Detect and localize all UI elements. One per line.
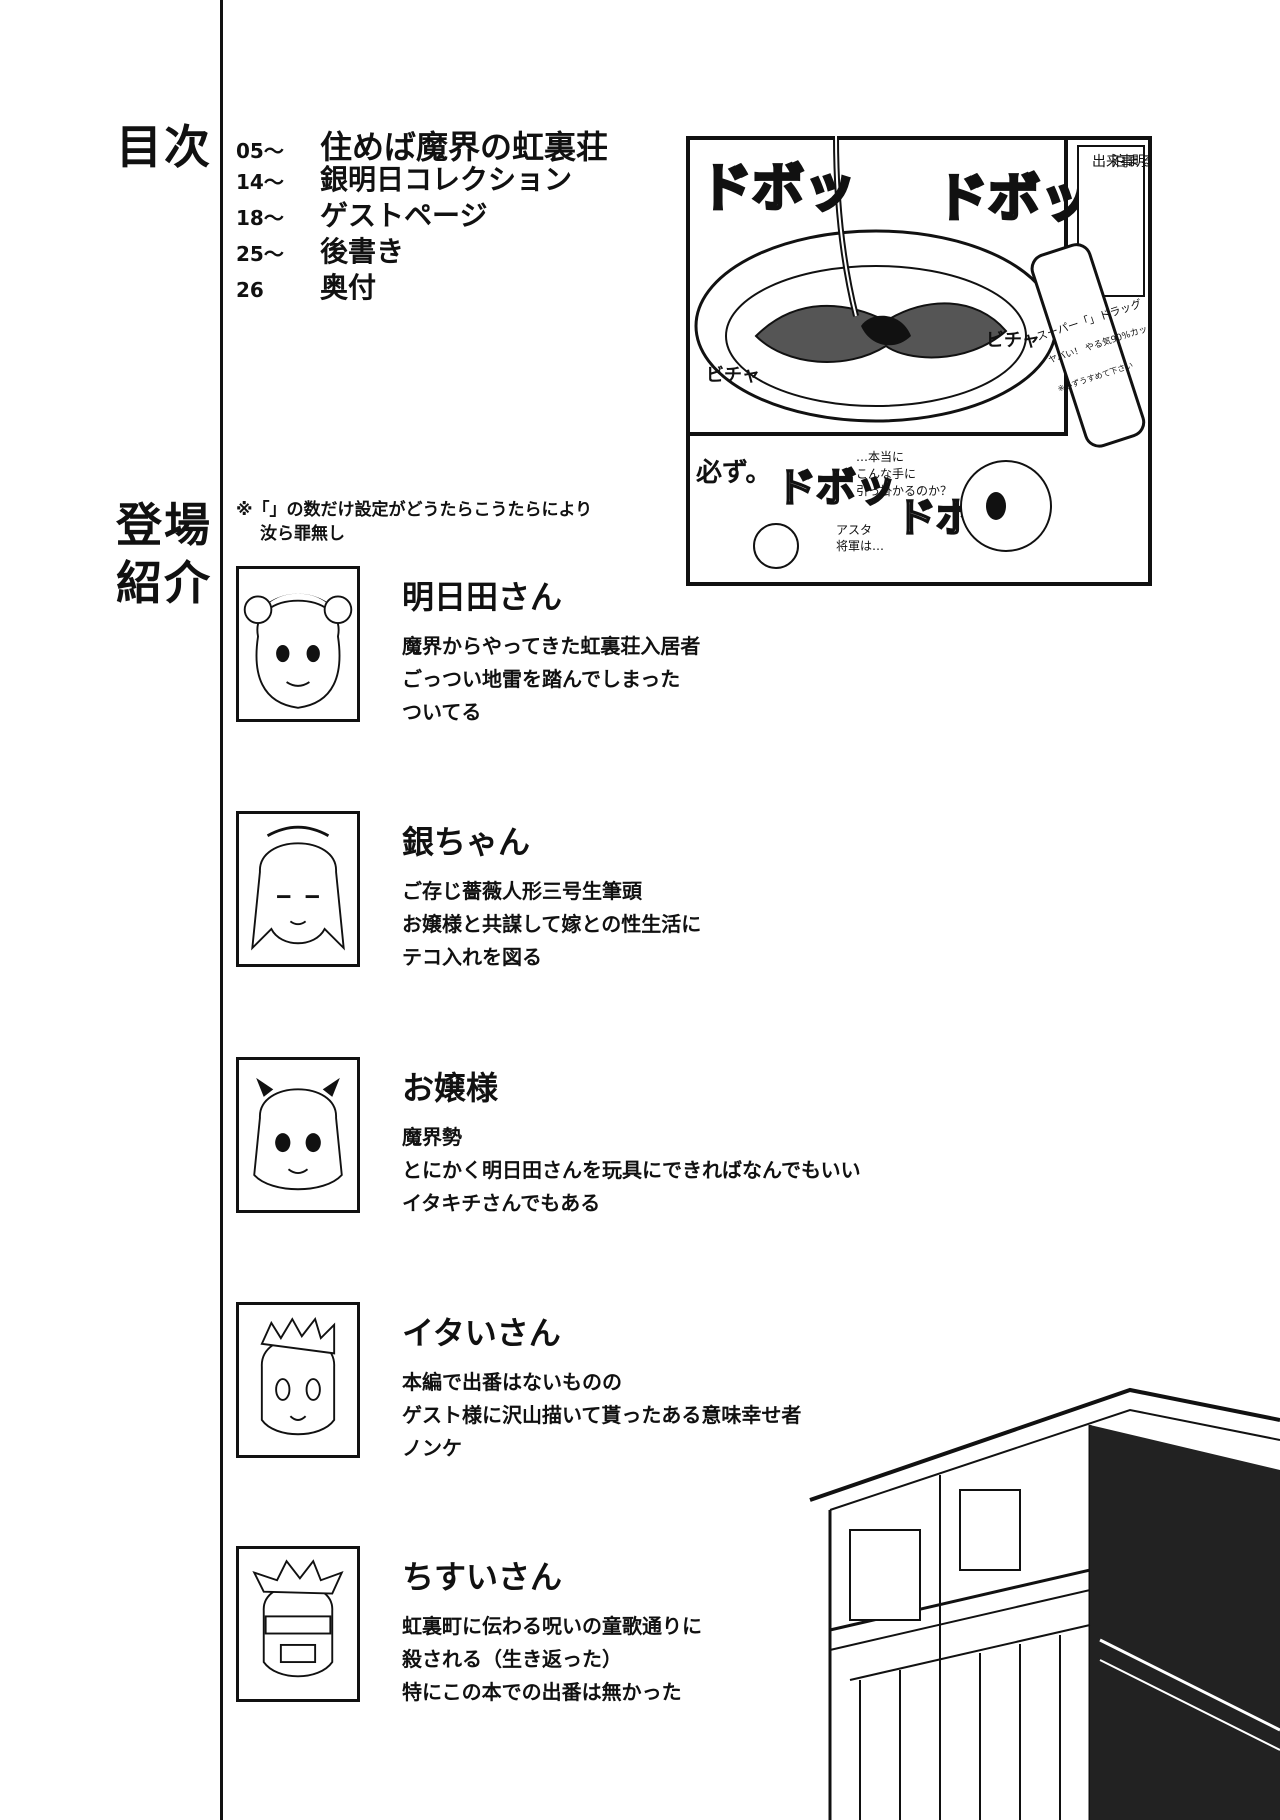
character-portrait-icon <box>243 593 353 709</box>
cast-heading-line2: 紹介 <box>116 556 212 610</box>
cast-heading-line1: 登場 <box>116 498 212 552</box>
description-line: ご存じ薔薇人形三号生筆頭 <box>402 879 642 903</box>
character-name: お嬢様 <box>402 1069 499 1107</box>
toc-item[interactable]: 18～ ゲストページ <box>236 194 608 232</box>
character-name: 銀ちゃん <box>402 823 531 861</box>
toc-item-title: ゲストページ <box>320 199 488 232</box>
character-portrait <box>236 1057 360 1213</box>
character-description: 魔界からやってきた虹裏荘入居者 ごっつい地雷を踏んでしまった ついてる <box>402 630 700 729</box>
description-line: 虹裏町に伝わる呪いの童歌通りに <box>402 1614 702 1638</box>
speech-line: 将軍は… <box>836 539 884 553</box>
character-name: イタいさん <box>402 1314 561 1352</box>
description-line: お嬢様と共謀して嫁との性生活に <box>402 912 702 936</box>
toc-item-title: 銀明日コレクション <box>320 163 573 196</box>
toc-item-title: 後書き <box>320 235 405 268</box>
character-name: ちすいさん <box>402 1558 563 1596</box>
sfx-dobo-right: ドボッ <box>936 169 1092 229</box>
character-portrait <box>236 1546 360 1702</box>
description-line: テコ入れを図る <box>402 945 542 969</box>
description-line: イタキチさんでもある <box>402 1191 601 1215</box>
description-line: ついてる <box>402 700 482 724</box>
bottle-icon <box>1030 243 1146 448</box>
speech-line: アスタ <box>836 523 872 537</box>
comic-panel: ドボッ ドボッ ビチャ ビチャ 明日田さんちに 泊まる前日の 出来事 スーパー「… <box>686 136 1152 586</box>
description-line: ゲスト様に沢山描いて貰ったある意味幸せ者 <box>402 1403 802 1427</box>
toc-page-number: 05～ <box>236 139 284 163</box>
toc-page-number: 25～ <box>236 242 284 266</box>
description-line: とにかく明日田さんを玩具にできればなんでもいい <box>402 1158 861 1182</box>
description-line: ノンケ <box>402 1436 462 1460</box>
table-of-contents: 05～ 住めば魔界の虹裏荘 14～ 銀明日コレクション 18～ ゲストページ 2… <box>236 122 608 304</box>
cast-note-line: ※「」の数だけ設定がどうたらこうたらにより <box>236 500 593 520</box>
caption-line: 明日田さんちに <box>1132 154 1152 170</box>
description-line: ごっつい地雷を踏んでしまった <box>402 667 681 691</box>
character-description: 虹裏町に伝わる呪いの童歌通りに 殺される（生き返った） 特にこの本での出番は無か… <box>402 1610 702 1709</box>
character-portrait <box>236 1302 360 1458</box>
character-description: 本編で出番はないものの ゲスト様に沢山描いて貰ったある意味幸せ者 ノンケ <box>402 1366 801 1465</box>
description-line: 殺される（生き返った） <box>402 1647 622 1671</box>
cast-note-line: 汝ら罪無し <box>260 524 345 544</box>
character-portrait-icon <box>251 825 345 951</box>
character-portrait <box>236 566 360 722</box>
character-portrait <box>236 811 360 967</box>
description-line: 魔界からやってきた虹裏荘入居者 <box>402 634 701 658</box>
character-portrait-icon <box>252 1559 344 1678</box>
character-description: ご存じ薔薇人形三号生筆頭 お嬢様と共謀して嫁との性生活に テコ入れを図る <box>402 875 701 974</box>
toc-heading: 目次 <box>116 120 212 174</box>
description-line: 本編で出番はないものの <box>402 1370 622 1394</box>
toc-item[interactable]: 05～ 住めば魔界の虹裏荘 <box>236 122 608 166</box>
toc-item[interactable]: 25～ 後書き <box>236 230 608 268</box>
character-name: 明日田さん <box>402 578 563 616</box>
sfx-bicha-left: ビチャ <box>706 365 760 386</box>
toc-item-title: 住めば魔界の虹裏荘 <box>320 128 609 166</box>
sfx-dobo-lower-left: ドボッ <box>776 465 896 511</box>
toc-item[interactable]: 26 奥付 <box>236 266 608 304</box>
description-line: 魔界勢 <box>402 1125 462 1149</box>
character-portrait-icon <box>253 1077 343 1191</box>
speech-line: こんな手に <box>856 467 916 481</box>
cast-note: ※「」の数だけ設定がどうたらこうたらにより 汝ら罪無し <box>236 498 592 546</box>
toc-page-number: 14～ <box>236 170 284 194</box>
apartment-building-illustration <box>809 1387 1280 1820</box>
page-divider <box>220 0 223 1820</box>
speech-kanarazu: 必ず。 <box>696 458 771 488</box>
toc-page-number: 18～ <box>236 206 284 230</box>
character-description: 魔界勢 とにかく明日田さんを玩具にできればなんでもいい イタキチさんでもある <box>402 1121 861 1220</box>
caption-line: 泊まる前日の <box>1112 153 1152 170</box>
character-small-icon <box>753 523 799 569</box>
toc-item[interactable]: 14～ 銀明日コレクション <box>236 158 608 196</box>
speech-line: …本当に <box>856 450 904 464</box>
caption-line: 出来事 <box>1092 154 1134 170</box>
toc-item-title: 奥付 <box>320 271 377 304</box>
speech-line: 引っ掛かるのか？ <box>856 483 952 498</box>
sfx-bicha-right: ビチャ <box>986 330 1040 351</box>
character-portrait-icon <box>260 1317 336 1436</box>
sfx-dobo-left: ドボッ <box>700 159 856 219</box>
toc-page-number: 26 <box>236 278 264 302</box>
description-line: 特にこの本での出番は無かった <box>402 1680 682 1704</box>
